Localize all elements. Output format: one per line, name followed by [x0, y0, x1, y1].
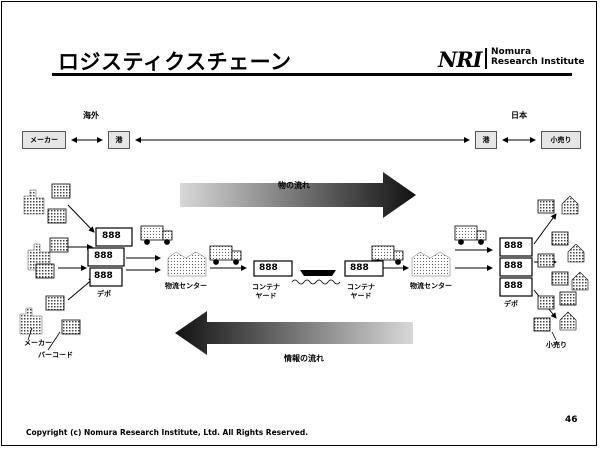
cy-left-line1: コンテナ: [252, 283, 280, 291]
container-yards: [253, 260, 384, 277]
logo-company-name: Nomura Research Institute: [491, 47, 585, 67]
slide-title: ロジスティクスチェーン: [58, 50, 292, 74]
maker-leader: [27, 327, 33, 341]
japan-label: 日本: [511, 111, 527, 120]
right-depot: [499, 237, 533, 297]
maker-box: メーカー: [22, 131, 66, 149]
left-goods-boxes: [35, 183, 81, 335]
depot-code-r1: 888: [504, 241, 523, 251]
depot-code-r2: 888: [504, 261, 523, 271]
distribution-centers: [167, 251, 451, 277]
maker-factories: [19, 189, 51, 335]
yard-code-right: 888: [350, 263, 369, 273]
cy-right-line1: コンテナ: [347, 283, 375, 291]
port-japan-box: 港: [475, 131, 497, 149]
overseas-label: 海外: [83, 111, 99, 120]
trucks: [140, 225, 487, 265]
cy-right-line2: ヤード: [350, 292, 372, 300]
cy-left-label: コンテナ ヤード: [252, 283, 280, 301]
retail-label: 小売り: [546, 341, 567, 349]
logo-divider: [485, 48, 487, 69]
info-flow-arrow: [175, 311, 413, 355]
cy-right-label: コンテナ ヤード: [347, 283, 375, 301]
retail-leader: [551, 331, 557, 341]
depot-left-label: デポ: [97, 290, 111, 298]
main-flow-arrows: [126, 247, 493, 273]
dc-right-label: 物流センター: [410, 282, 452, 290]
retail-box: 小売り: [541, 131, 581, 149]
right-goods-boxes: [533, 199, 577, 332]
dc-left-label: 物流センター: [165, 282, 207, 290]
cy-left-line2: ヤード: [255, 292, 277, 300]
depot-code-3: 888: [94, 271, 113, 281]
port-overseas-box: 港: [108, 131, 130, 149]
nri-logo: NRI: [438, 47, 482, 72]
depot-code-2: 888: [94, 251, 113, 261]
maker-label: メーカー: [24, 339, 52, 347]
barcode-label: バーコード: [38, 351, 73, 359]
yard-code-left: 888: [259, 263, 278, 273]
title-rule: [52, 73, 572, 76]
sea-wave: [291, 279, 341, 285]
page-number: 46: [565, 415, 578, 425]
depot-code-r3: 888: [504, 281, 523, 291]
ship: [300, 270, 336, 276]
retail-shops: [559, 195, 589, 331]
logo-name-line1: Nomura: [491, 47, 532, 57]
goods-flow-arrow: [180, 172, 416, 218]
barcode-leader: [47, 331, 61, 351]
left-depot: [87, 227, 133, 287]
depot-right-label: デポ: [504, 300, 518, 308]
logo-name-line2: Research Institute: [491, 57, 585, 67]
depot-code-1: 888: [102, 231, 121, 241]
copyright-footer: Copyright (c) Nomura Research Institute,…: [26, 428, 309, 437]
goods-flow-label: 物の流れ: [278, 181, 310, 190]
info-flow-label: 情報の流れ: [284, 354, 324, 363]
